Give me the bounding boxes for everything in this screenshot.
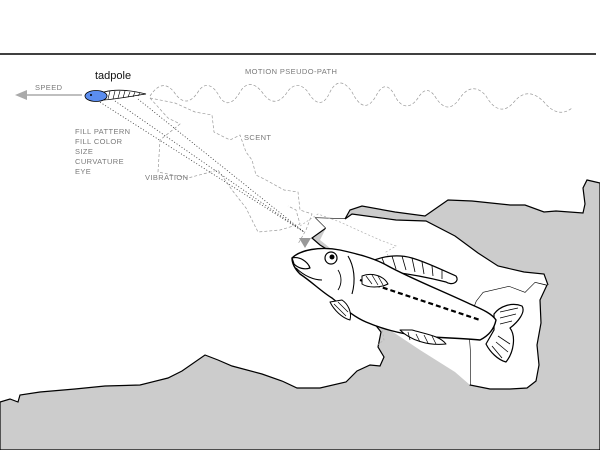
perception-lines — [94, 98, 305, 233]
tadpole-label: tadpole — [95, 70, 131, 82]
scent-plume — [149, 97, 313, 245]
scent-plume-outer — [149, 97, 301, 233]
fish-icon — [291, 247, 524, 363]
attribute-eye: EYE — [75, 167, 91, 176]
attribute-fill-pattern: FILL PATTERN — [75, 127, 131, 136]
attribute-curvature: CURVATURE — [75, 157, 124, 166]
vibration-label: VIBRATION — [145, 173, 188, 182]
attribute-size: SIZE — [75, 147, 93, 156]
rock-overhang-edge — [344, 213, 549, 286]
attribute-fill-color: FILL COLOR — [75, 137, 123, 146]
fish-sensory-region — [299, 213, 397, 347]
triangle-down-icon — [299, 238, 311, 248]
scent-label: SCENT — [244, 133, 271, 142]
tadpole-icon — [84, 89, 147, 102]
arrow-left-icon — [15, 90, 82, 100]
motion-pseudo-path — [149, 82, 573, 113]
motion-path-label: MOTION PSEUDO-PATH — [245, 67, 337, 76]
speed-label: SPEED — [35, 83, 63, 92]
